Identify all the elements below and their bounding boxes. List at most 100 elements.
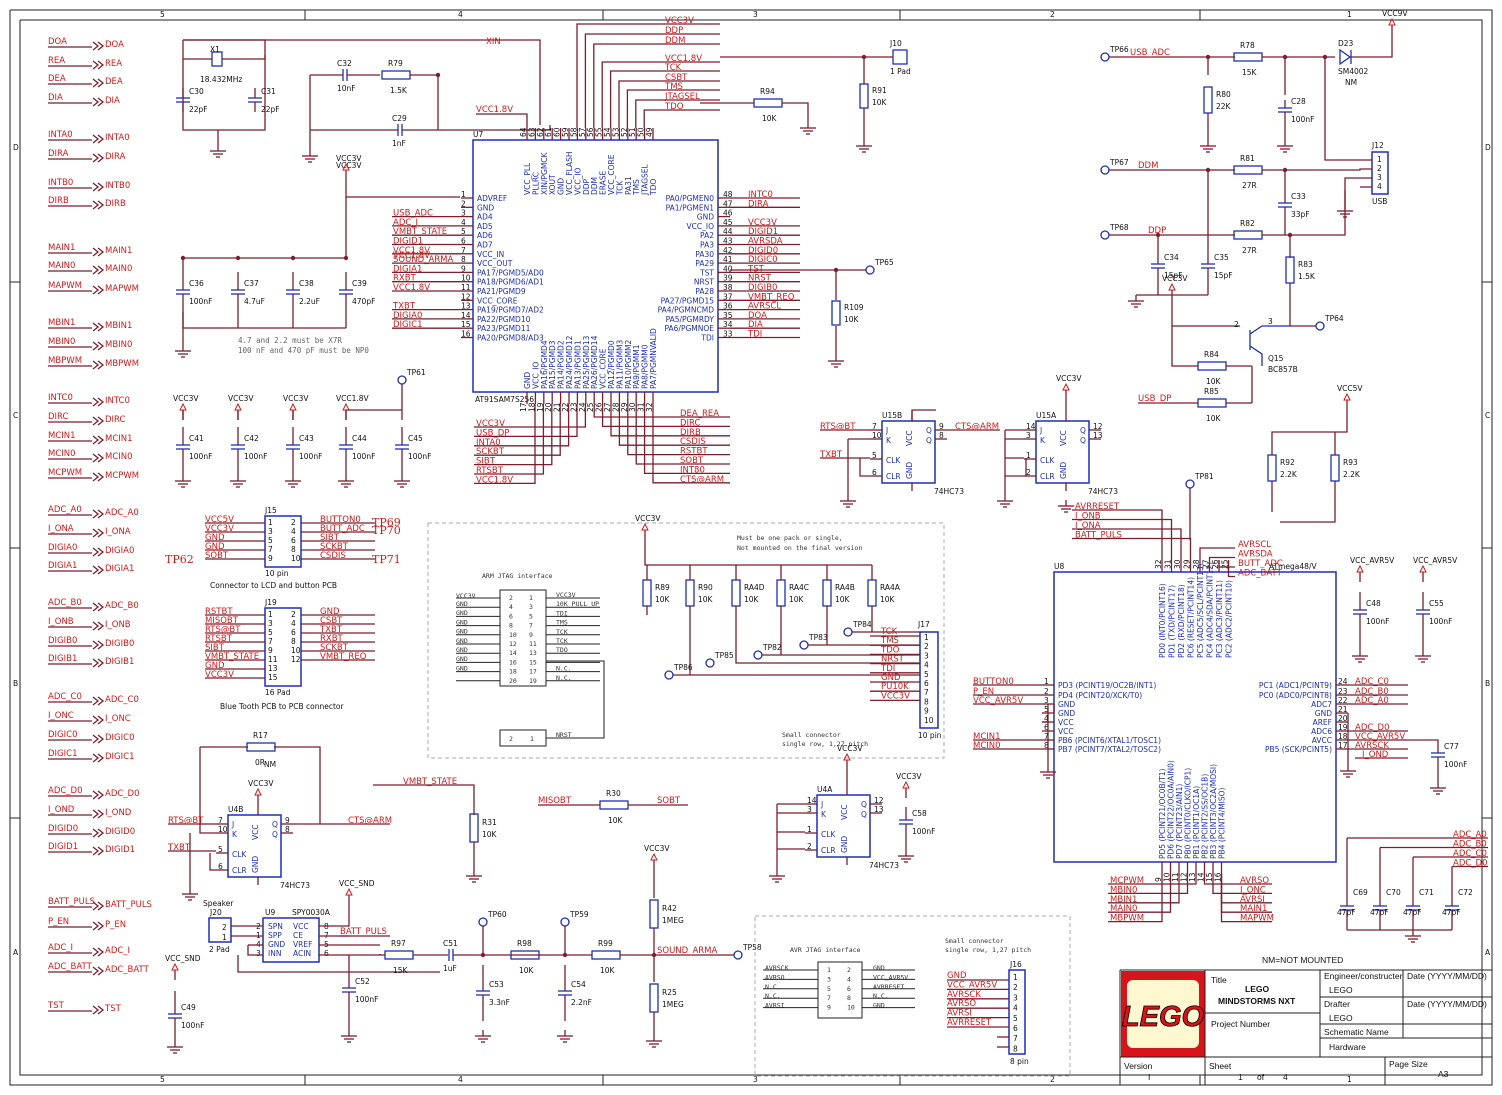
test-point-label: TP83 (808, 633, 828, 642)
net-label: AVRSI (947, 1009, 972, 1019)
u7-left-pin: AD5 (477, 222, 493, 231)
net-label: N.C. (873, 992, 889, 1000)
net-label: DOA (748, 311, 767, 321)
cap-ref: C33 (1291, 192, 1306, 201)
net-label: MAIN0 (1110, 904, 1137, 914)
res-value: 10K (608, 816, 624, 825)
pin-number: 22 (1338, 696, 1348, 705)
port-label-out: INTC0 (105, 396, 130, 406)
u7-left-pin: VCC_OUT (477, 259, 513, 268)
net-label: DIGIA0 (393, 311, 422, 321)
res-value: 10K (844, 315, 860, 324)
pin-number: 3 (924, 651, 929, 660)
sheet-label: Sheet (1209, 1061, 1232, 1071)
port-label-out: MBIN0 (105, 340, 132, 350)
j15-connector-sub: 10 pin (265, 569, 289, 578)
test-point (664, 670, 674, 680)
u7-top-pin: TDO (649, 179, 658, 196)
port-label-out: DIRB (105, 199, 126, 209)
title-line1: LEGO (1245, 984, 1269, 994)
u7-bottom-pin: PA11/PGMM3 (615, 339, 624, 389)
port-arrow (92, 966, 105, 976)
test-point-label: TP68 (1109, 223, 1129, 232)
port-label-in: ADC_A0 (48, 505, 82, 515)
wire (247, 945, 263, 956)
u7-top-pin: DDM (590, 177, 599, 195)
q15-ref: Q15 (1268, 354, 1284, 363)
res-ref: RA4A (880, 583, 901, 592)
pin-number: 15 (1205, 872, 1214, 882)
wire (1408, 739, 1439, 750)
net-label: VCC3V (205, 524, 234, 534)
net-label: VCC3V (881, 691, 910, 701)
pin-label: VCC (905, 430, 914, 446)
pin-number: 54 (603, 127, 612, 137)
port-label-in: DIRB (48, 196, 69, 206)
pin-number: 14 (1197, 872, 1206, 882)
j17-caption: single row, 1,27 pitch (782, 740, 868, 748)
cap-ref: C43 (299, 434, 314, 443)
wire (1072, 509, 1163, 560)
pin-number: 2 (807, 842, 812, 851)
res-value: 1MEG (662, 916, 684, 925)
u8-part: ATmega48/V (1269, 562, 1317, 571)
cap-ref: C51 (443, 939, 458, 948)
pin-number: 4 (924, 661, 929, 670)
u7-top-pin: TCK (615, 180, 624, 196)
cap-ref: C38 (299, 279, 314, 288)
u8-body (1053, 571, 1337, 863)
u7-ref: U7 (473, 130, 483, 139)
crystal-ref: X1 (210, 45, 220, 54)
d23-ref: D23 (1338, 39, 1354, 48)
resistor-body (1267, 454, 1277, 482)
res-value: 1.5K (1298, 272, 1316, 281)
j19-connector-ref: J19 (264, 598, 277, 607)
net-label: SCKBT (320, 542, 349, 552)
net-label: SCKBT (476, 447, 505, 457)
wire (274, 746, 321, 824)
port-label-in: MBIN1 (48, 318, 75, 328)
supply-label: VCC_AVR5V (1350, 556, 1395, 565)
wire (1280, 481, 1336, 523)
u7-bottom-pin: PA14/PGMD2 (557, 340, 566, 389)
pin-number: 23 (1338, 687, 1348, 696)
pin-number: 7 (268, 545, 273, 554)
pin-number: 18 (527, 402, 536, 412)
u8-right-pin: PC1 (ADC1/PCINT9) (1259, 681, 1332, 690)
wire (1108, 874, 1163, 923)
arm-jtag-title: ARM JTAG interface (482, 572, 553, 580)
cap-ref: C45 (408, 434, 423, 443)
net-label: ADC_C0 (1453, 849, 1487, 859)
net-label: DIRB (680, 428, 701, 438)
pin-number: 26 (1211, 559, 1220, 569)
net-label: RXBT (320, 634, 344, 644)
supply-label: VCC3V (644, 844, 670, 853)
pin-number: 52 (620, 127, 629, 137)
pin-number: 18 (509, 668, 517, 676)
net-label: BATT_PULS (340, 927, 387, 937)
u7-right-pin: GND (697, 213, 714, 222)
wire (1108, 874, 1189, 895)
pin-number: 1 (461, 190, 466, 199)
port-arrow (92, 435, 105, 445)
test-point (1100, 230, 1110, 240)
pin-number: 20 (544, 402, 553, 412)
pin-number: 12 (461, 292, 471, 301)
net-label: AVRSDA (748, 237, 783, 247)
pin-number: 63 (527, 127, 536, 137)
pin-number: 26 (595, 402, 604, 412)
ground-symbol (769, 875, 785, 883)
port-arrow (92, 658, 105, 668)
port-arrow (92, 696, 105, 706)
drafter-label: Drafter (1324, 999, 1350, 1009)
pin-number: 16 (1214, 872, 1223, 882)
cap-ref: C41 (189, 434, 204, 443)
pin-number: 49 (645, 127, 654, 137)
net-label: GND (456, 655, 468, 663)
u9-part: SPY0030A (292, 908, 331, 917)
pin-label: Q (1080, 426, 1086, 435)
net-label: USB_ADC (1130, 48, 1170, 58)
pin-number: 10 (291, 554, 301, 563)
pin-number: 32 (645, 402, 654, 412)
